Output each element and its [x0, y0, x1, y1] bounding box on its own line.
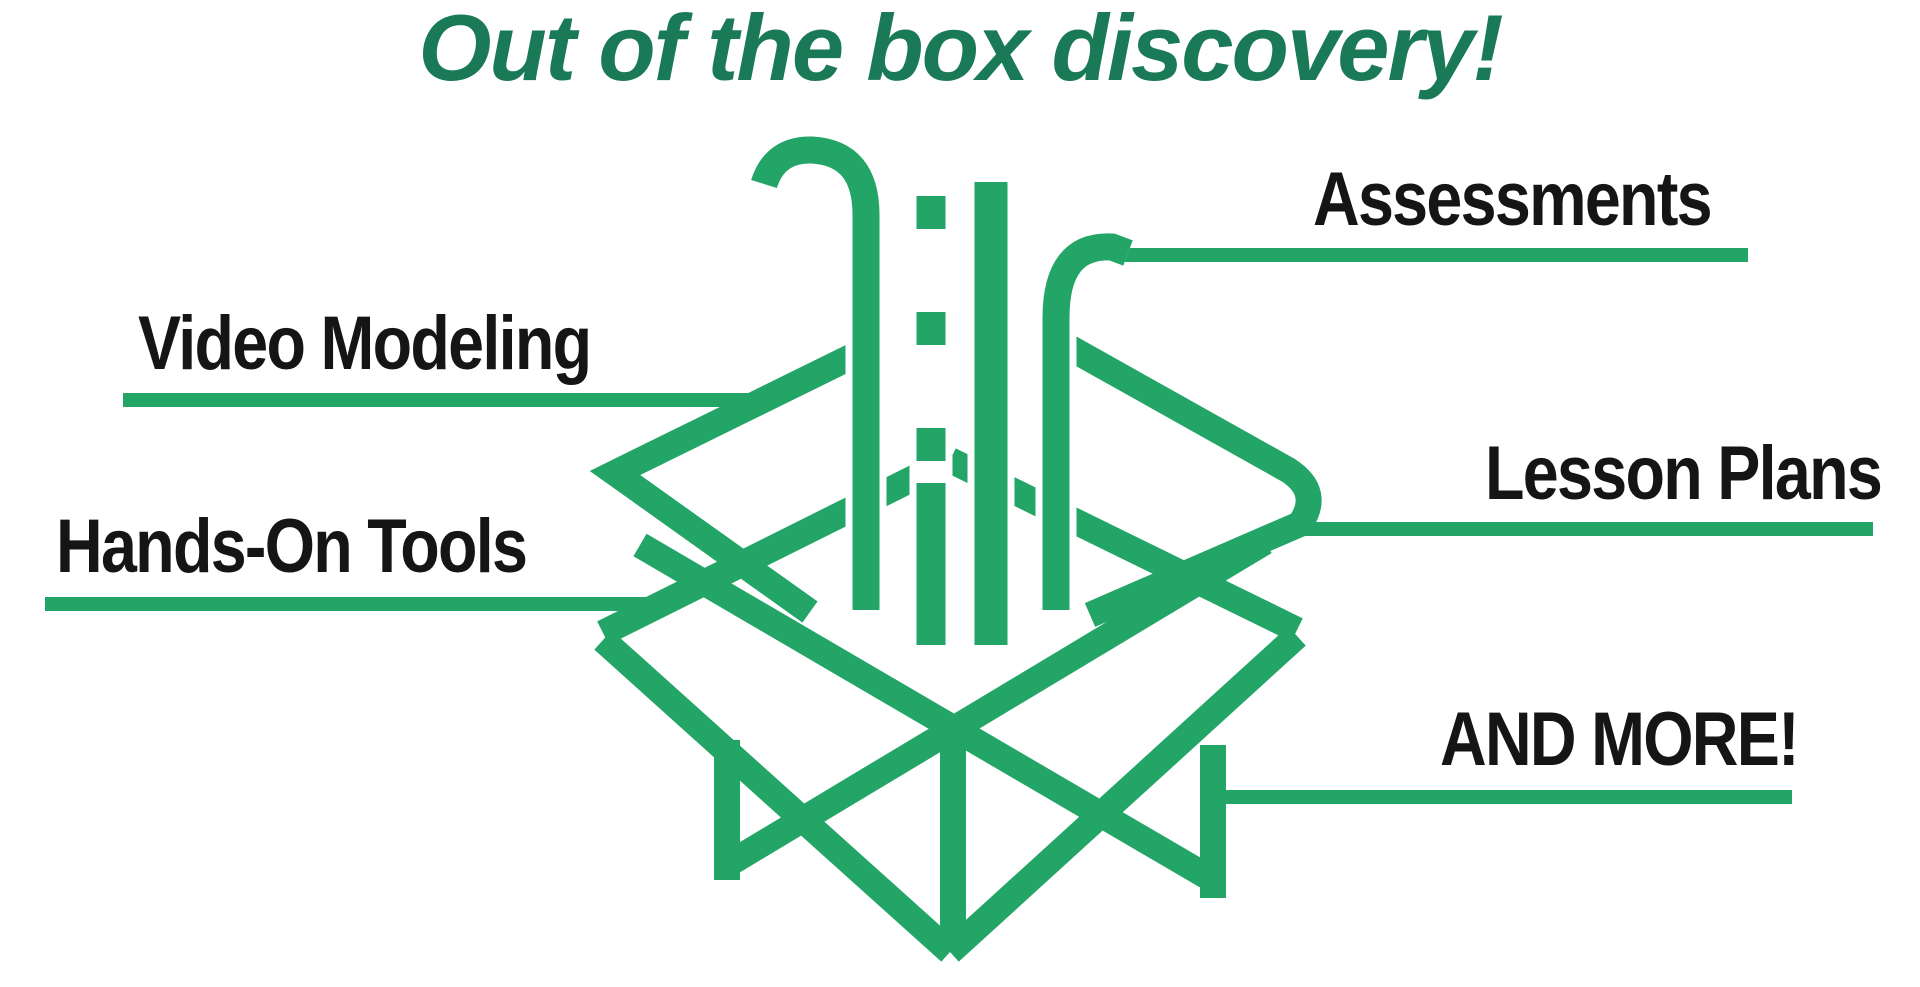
box-right-flap [1058, 333, 1322, 627]
label-and-more: AND MORE! [1440, 697, 1800, 782]
box-rim-left-edge [597, 448, 956, 645]
page-title: Out of the box discovery! [418, 0, 1503, 100]
label-lesson-plans: Lesson Plans [1485, 431, 1883, 516]
box-body-left-edge [594, 630, 959, 962]
label-hands-on-tools: Hands-On Tools [56, 504, 528, 589]
box-front-flap-left [633, 533, 1220, 892]
box-front-flap-right [720, 530, 1272, 877]
right-ribbon-icon [1042, 233, 1133, 610]
left-ribbon-icon [751, 136, 880, 610]
box-left-flap [589, 338, 871, 623]
open-box-icon [589, 333, 1322, 962]
label-assessments: Assessments [1313, 157, 1713, 242]
box-body-right-edge [941, 626, 1306, 962]
label-video-modeling: Video Modeling [138, 301, 592, 386]
